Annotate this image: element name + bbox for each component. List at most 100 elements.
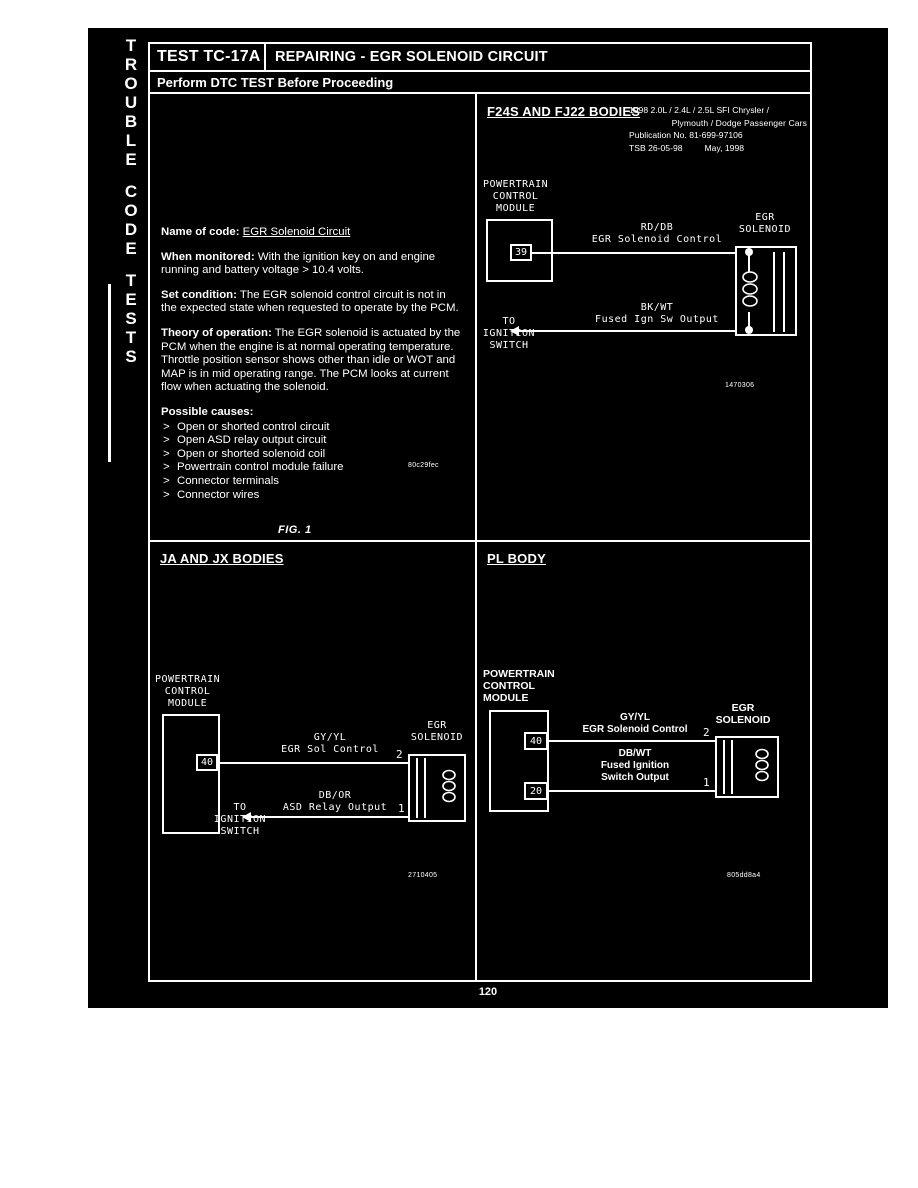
terminal-number-2-ja-jx: 2 <box>396 748 403 761</box>
figure-id-pl: 805dd8a4 <box>727 872 761 879</box>
terminal-number-1-ja-jx: 1 <box>398 802 405 815</box>
terminal-number-1-pl: 1 <box>703 776 710 789</box>
header-subtitle: Perform DTC TEST Before Proceeding <box>150 72 810 94</box>
f24s-fj22-cell: F24S AND FJ22 BODIES 1998 2.0L / 2.4L / … <box>477 94 810 540</box>
ja-jx-cell: JA AND JX BODIES POWERTRAIN CONTROL MODU… <box>150 542 475 980</box>
solenoid-coil-f24s <box>742 271 758 307</box>
theory-of-operation-row: Theory of operation: The EGR solenoid is… <box>161 327 461 395</box>
ignition-arrow-ja-jx <box>242 812 251 822</box>
solenoid-divider-a-ja-jx <box>416 758 418 818</box>
solenoid-lead-bottom-f24s <box>748 312 750 330</box>
wire2-label-ja-jx: DB/OR ASD Relay Output <box>282 790 388 813</box>
wire-egr-solenoid-control-f24s <box>532 252 736 254</box>
when-monitored-text: With the ignition key on and engine runn… <box>161 250 436 277</box>
set-condition-label: Set condition: <box>161 288 237 301</box>
pcm-pin-20-pl: 20 <box>524 782 548 800</box>
theory-of-operation-text: The EGR solenoid is actuated by the PCM … <box>161 326 461 394</box>
wiring-diagram-pl: POWERTRAIN CONTROL MODULE 40 20 GY/YL EG… <box>477 542 810 980</box>
header-bar: TEST TC-17A REPAIRING - EGR SOLENOID CIR… <box>150 44 810 72</box>
page-number: 120 <box>478 986 498 998</box>
solenoid-terminal-bottom-f24s <box>745 326 753 334</box>
wire2-label-pl: DB/WT Fused Ignition Switch Output <box>600 748 670 783</box>
name-of-code-row: Name of code: EGR Solenoid Circuit <box>161 226 461 240</box>
solenoid-label-f24s: EGR SOLENOID <box>738 212 792 235</box>
wire-asd-relay-output-ja-jx <box>250 816 410 818</box>
f24s-heading: F24S AND FJ22 BODIES <box>487 104 641 119</box>
wire2-label-f24s: BK/WT Fused Ign Sw Output <box>595 302 719 325</box>
wire1-label-ja-jx: GY/YL EGR Sol Control <box>281 732 379 755</box>
wire-egr-solenoid-control-pl <box>547 740 715 742</box>
figure-id-f24s: 1470306 <box>725 382 755 389</box>
pcm-pin-39: 39 <box>510 244 532 261</box>
column-divider-top <box>475 94 477 540</box>
wire-fused-ignition-switch-output-pl <box>547 790 715 792</box>
figure-caption: FIG. 1 <box>278 524 312 536</box>
figure-id-causes: 80c29fec <box>408 462 439 469</box>
egr-solenoid-box-pl <box>715 736 779 798</box>
theory-of-operation-label: Theory of operation: <box>161 326 272 339</box>
egr-solenoid-box-f24s <box>735 246 797 336</box>
page-title: REPAIRING - EGR SOLENOID CIRCUIT <box>275 49 548 65</box>
wire-egr-sol-control-ja-jx <box>218 762 408 764</box>
ignition-switch-label-ja-jx: TO IGNITION SWITCH <box>213 802 267 837</box>
name-of-code-value: EGR Solenoid Circuit <box>242 226 351 238</box>
page-footer: 120 <box>88 982 888 1008</box>
test-code-label: TEST TC-17A <box>150 44 266 70</box>
pcm-box-ja-jx <box>162 714 220 834</box>
code-description-text: Name of code: EGR Solenoid Circuit When … <box>161 226 461 502</box>
pl-body-cell: PL BODY POWERTRAIN CONTROL MODULE 40 20 … <box>477 542 810 980</box>
top-row: Name of code: EGR Solenoid Circuit When … <box>150 94 810 542</box>
solenoid-coil-pl <box>755 748 769 782</box>
list-item: Connector terminals <box>161 475 461 489</box>
solenoid-lead-top-f24s <box>748 252 750 272</box>
publication-info: 1998 2.0L / 2.4L / 2.5L SFI Chrysler / P… <box>629 104 807 154</box>
solenoid-divider-a-pl <box>723 740 725 794</box>
pcm-box-pl <box>489 710 549 812</box>
code-description-cell: Name of code: EGR Solenoid Circuit When … <box>150 94 475 540</box>
solenoid-divider-b-pl <box>731 740 733 794</box>
publication-tsb-row: TSB 26-05-98 May, 1998 <box>629 142 807 155</box>
set-condition-row: Set condition: The EGR solenoid control … <box>161 289 461 316</box>
solenoid-divider-b-ja-jx <box>424 758 426 818</box>
solenoid-divider-a-f24s <box>773 252 775 332</box>
publication-tsb: TSB 26-05-98 <box>629 142 683 153</box>
when-monitored-row: When monitored: With the ignition key on… <box>161 251 461 278</box>
list-item: Open ASD relay output circuit <box>161 434 461 448</box>
wire1-label-f24s: RD/DB EGR Solenoid Control <box>591 222 723 245</box>
egr-solenoid-box-ja-jx <box>408 754 466 822</box>
solenoid-divider-b-f24s <box>783 252 785 332</box>
pl-body-heading: PL BODY <box>487 551 546 566</box>
publication-line3: Publication No. 81-699-97106 <box>629 130 743 140</box>
wire1-label-pl: GY/YL EGR Solenoid Control <box>582 712 688 735</box>
possible-causes-list: Open or shorted control circuit Open ASD… <box>161 421 461 503</box>
wiring-diagram-ja-jx: POWERTRAIN CONTROL MODULE 40 GY/YL EGR S… <box>150 542 475 980</box>
ja-jx-heading: JA AND JX BODIES <box>160 551 284 566</box>
set-condition-text: The EGR solenoid control circuit is not … <box>161 288 459 315</box>
when-monitored-label: When monitored: <box>161 250 255 263</box>
list-item: Powertrain control module failure <box>161 461 461 475</box>
list-item: Connector wires <box>161 489 461 503</box>
pcm-label-f24s: POWERTRAIN CONTROL MODULE <box>483 179 549 214</box>
document-frame: TEST TC-17A REPAIRING - EGR SOLENOID CIR… <box>148 42 812 982</box>
solenoid-coil-ja-jx <box>442 769 456 803</box>
figure-id-ja-jx: 2710405 <box>408 872 438 879</box>
publication-date: May, 1998 <box>704 142 745 153</box>
possible-causes-label: Possible causes: <box>161 405 254 418</box>
list-item: Open or shorted control circuit <box>161 421 461 435</box>
sidebar-rule <box>108 284 111 462</box>
name-of-code-label: Name of code: <box>161 226 240 238</box>
publication-line2: Plymouth / Dodge Passenger Cars <box>671 117 807 128</box>
ignition-switch-label-f24s: TO IGNITION SWITCH <box>482 316 536 351</box>
list-item: Open or shorted solenoid coil <box>161 448 461 462</box>
wiring-diagram-f24s: POWERTRAIN CONTROL MODULE 39 RD/DB EGR S… <box>477 94 810 542</box>
publication-line1: 1998 2.0L / 2.4L / 2.5L SFI Chrysler / <box>629 105 769 115</box>
column-divider-bottom <box>475 542 477 980</box>
solenoid-label-pl: EGR SOLENOID <box>715 702 771 726</box>
ignition-arrow-f24s <box>510 326 519 336</box>
bottom-row: JA AND JX BODIES POWERTRAIN CONTROL MODU… <box>150 542 810 980</box>
pcm-box-f24s <box>486 219 553 282</box>
